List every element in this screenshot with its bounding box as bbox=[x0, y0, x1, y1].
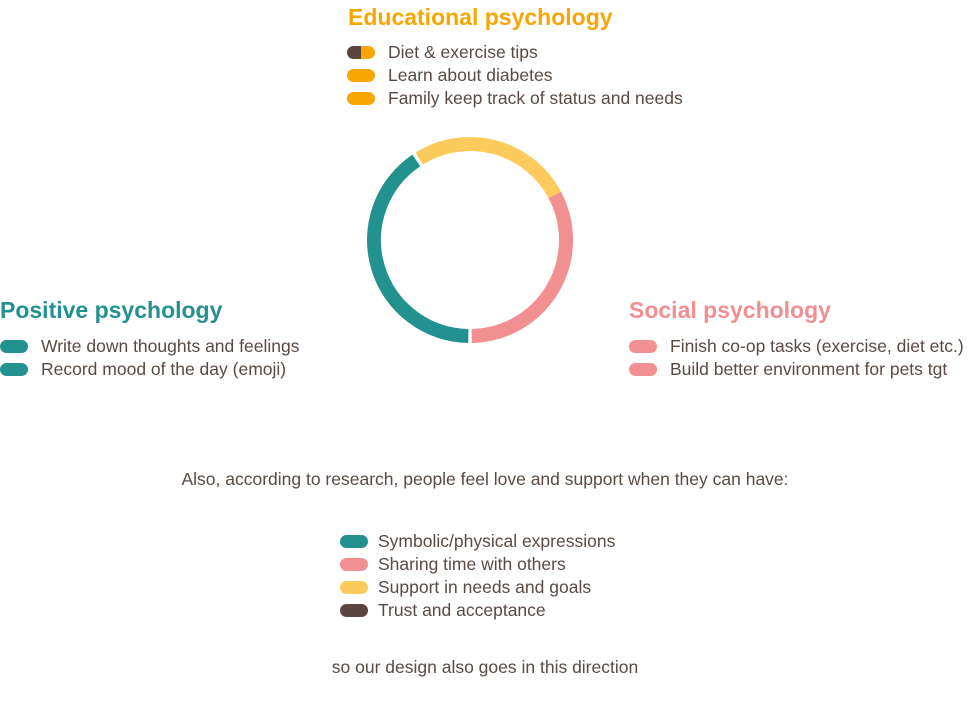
ring-segment bbox=[367, 154, 469, 343]
list-item-label: Finish co-op tasks (exercise, diet etc.) bbox=[670, 336, 964, 356]
pink-pill-icon bbox=[629, 340, 657, 353]
brown-pill-icon bbox=[340, 604, 368, 617]
list-item: Write down thoughts and feelings bbox=[0, 335, 299, 358]
list-item-label: Write down thoughts and feelings bbox=[41, 336, 300, 356]
list-item-label: Family keep track of status and needs bbox=[388, 88, 683, 108]
orange-pill-icon bbox=[347, 92, 375, 105]
research-list: Symbolic/physical expressions Sharing ti… bbox=[340, 530, 615, 622]
list-item: Build better environment for pets tgt bbox=[629, 358, 964, 381]
list-item: Diet & exercise tips bbox=[347, 41, 683, 64]
teal-pill-icon bbox=[340, 535, 368, 548]
positive-title: Positive psychology bbox=[0, 297, 223, 323]
list-item: Learn about diabetes bbox=[347, 64, 683, 87]
list-item: Trust and acceptance bbox=[340, 599, 615, 622]
pink-pill-icon bbox=[340, 558, 368, 571]
yellow-pill-icon bbox=[340, 581, 368, 594]
positive-list: Write down thoughts and feelings Record … bbox=[0, 335, 299, 381]
research-intro: Also, according to research, people feel… bbox=[181, 469, 789, 489]
research-conclusion: so our design also goes in this directio… bbox=[331, 657, 639, 677]
list-item: Family keep track of status and needs bbox=[347, 87, 683, 110]
list-item-label: Sharing time with others bbox=[378, 554, 566, 574]
social-list: Finish co-op tasks (exercise, diet etc.)… bbox=[629, 335, 964, 381]
list-item-label: Diet & exercise tips bbox=[388, 42, 538, 62]
diet-pill-icon bbox=[347, 46, 375, 59]
list-item-label: Trust and acceptance bbox=[378, 600, 546, 620]
list-item: Record mood of the day (emoji) bbox=[0, 358, 299, 381]
list-item-label: Symbolic/physical expressions bbox=[378, 531, 616, 551]
list-item: Symbolic/physical expressions bbox=[340, 530, 615, 553]
list-item: Finish co-op tasks (exercise, diet etc.) bbox=[629, 335, 964, 358]
teal-pill-icon bbox=[0, 340, 28, 353]
orange-pill-icon bbox=[347, 69, 375, 82]
ring-segment bbox=[471, 191, 573, 343]
list-item-label: Record mood of the day (emoji) bbox=[41, 359, 287, 379]
list-item: Support in needs and goals bbox=[340, 576, 615, 599]
social-title: Social psychology bbox=[629, 297, 831, 323]
list-item: Sharing time with others bbox=[340, 553, 615, 576]
list-item-label: Build better environment for pets tgt bbox=[670, 359, 948, 379]
psychology-ring bbox=[367, 137, 573, 343]
list-item-label: Learn about diabetes bbox=[388, 65, 553, 85]
pink-pill-icon bbox=[629, 363, 657, 376]
educational-list: Diet & exercise tips Learn about diabete… bbox=[347, 41, 683, 110]
teal-pill-icon bbox=[0, 363, 28, 376]
list-item-label: Support in needs and goals bbox=[378, 577, 592, 597]
ring-segment bbox=[415, 137, 561, 199]
educational-title: Educational psychology bbox=[348, 4, 613, 30]
